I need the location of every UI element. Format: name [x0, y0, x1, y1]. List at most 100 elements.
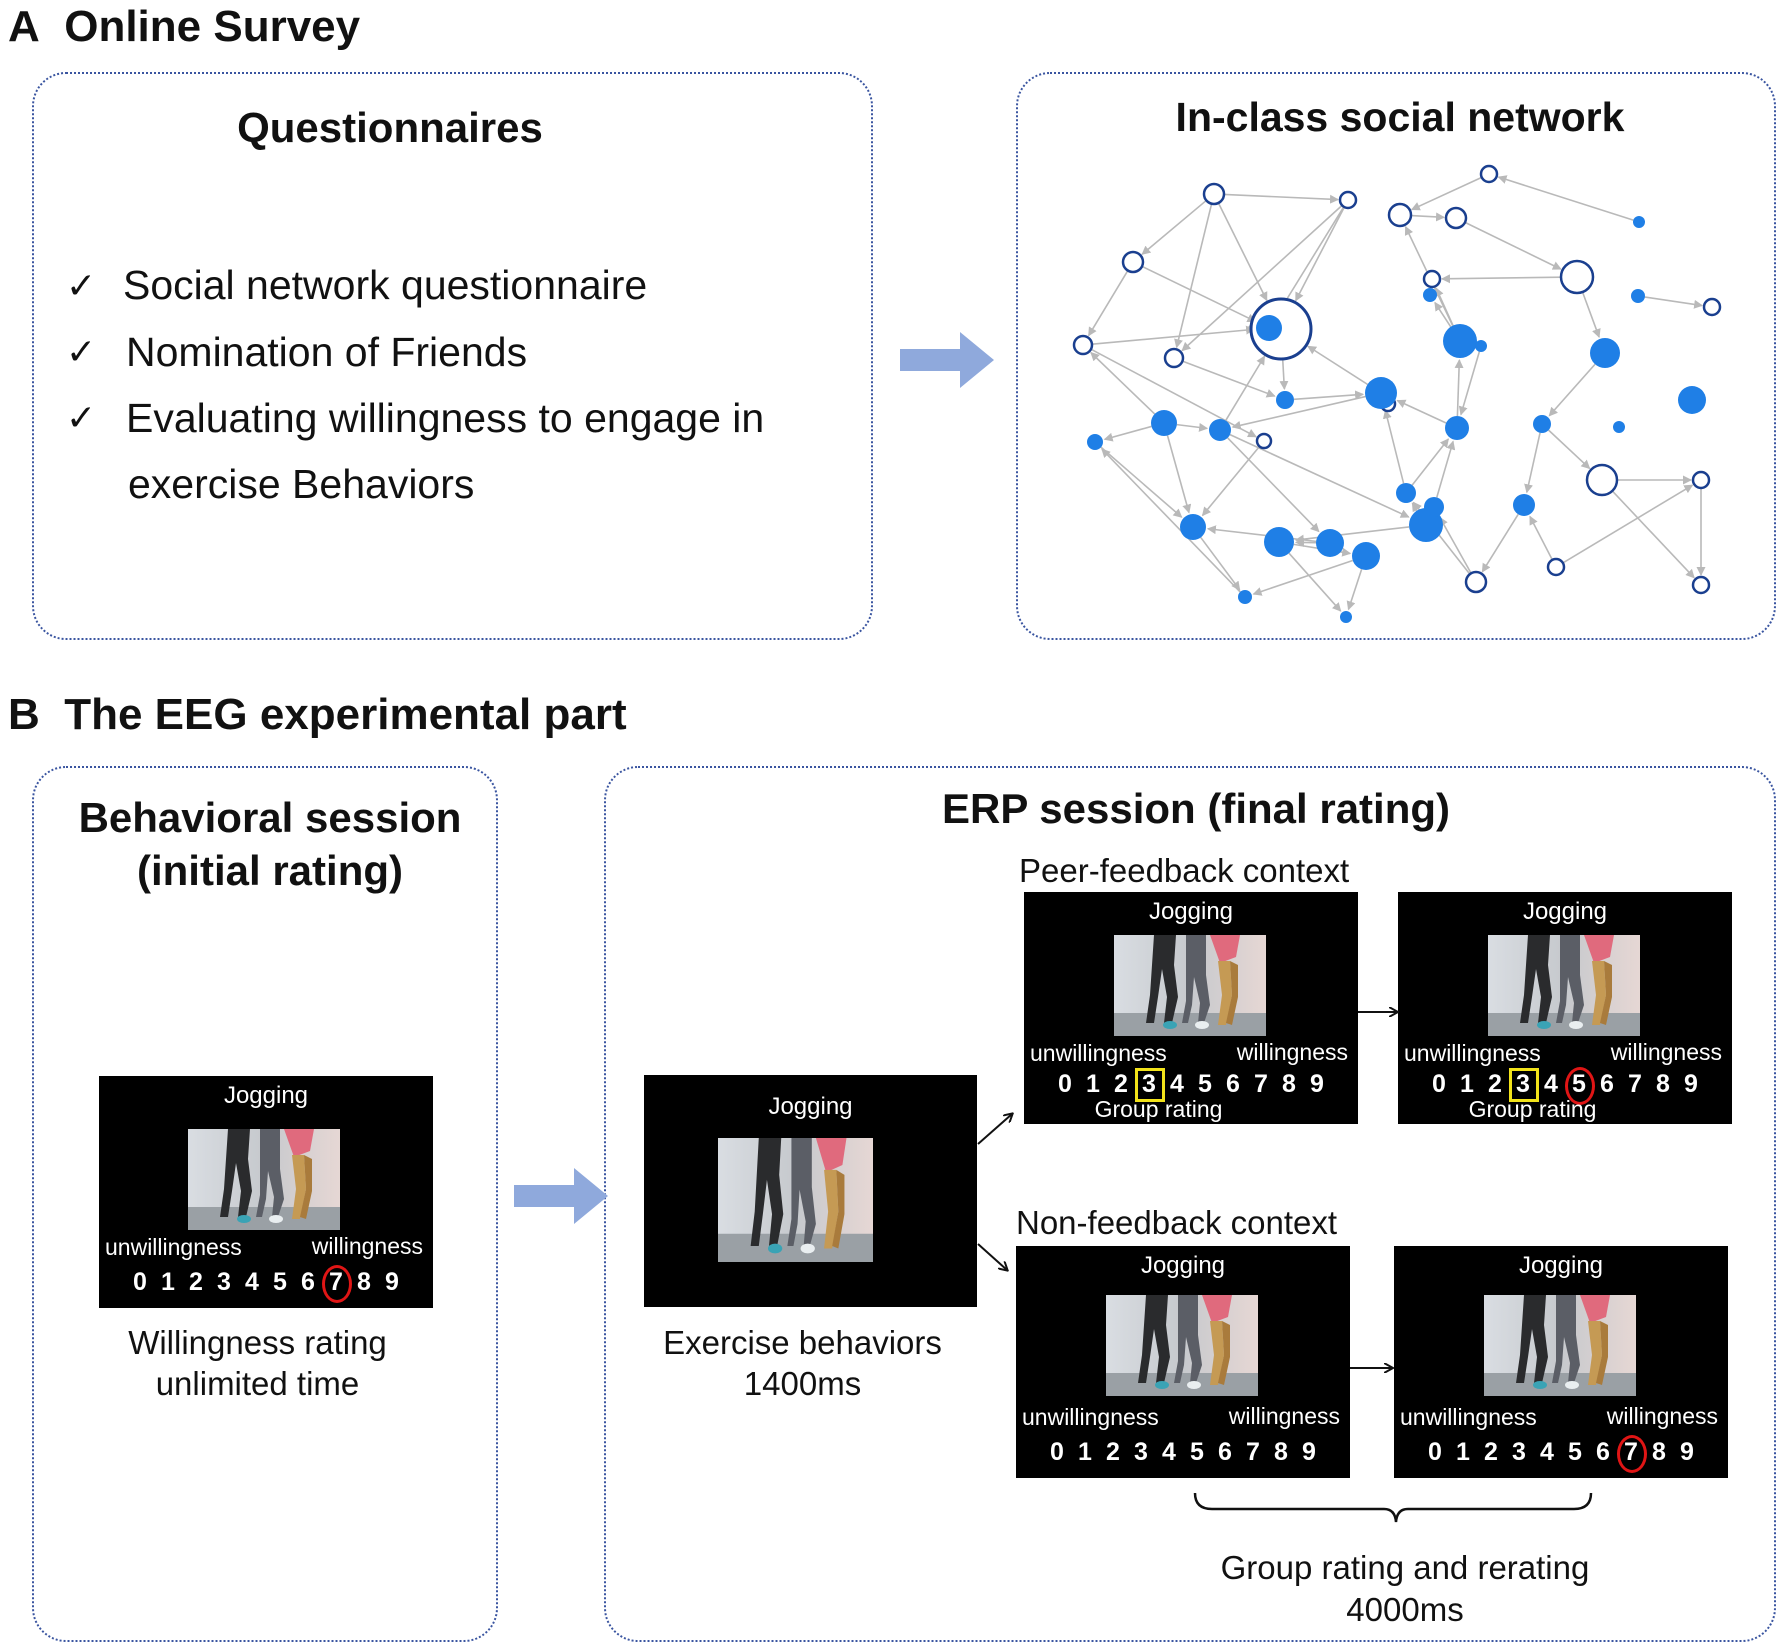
network-edge [1182, 360, 1276, 398]
rating-digit: 4 [1170, 1070, 1184, 1098]
questionnaire-item-social-network: Social network questionnaire [123, 262, 648, 308]
network-edge [1454, 358, 1464, 417]
network-node [1202, 182, 1226, 206]
network-node [1533, 415, 1551, 433]
network-node [1546, 557, 1566, 577]
photo-frame [188, 1129, 340, 1230]
rating-digit: 2 [1106, 1438, 1120, 1466]
rating-digit: 1 [1460, 1070, 1474, 1098]
network-edge [1201, 445, 1261, 517]
network-edge [1100, 446, 1183, 518]
rating-digit: 0 [1428, 1438, 1442, 1466]
rating-digit: 4 [1544, 1070, 1558, 1098]
rating-digit: 6 [1596, 1438, 1610, 1466]
network-node [1691, 470, 1711, 490]
willingness-label: willingness [1610, 1039, 1722, 1065]
network-edge [1229, 433, 1410, 518]
rating-digit: 8 [1274, 1438, 1288, 1466]
questionnaire-item-nomination: Nomination of Friends [126, 329, 528, 375]
rating-digit: 0 [1058, 1070, 1072, 1098]
network-edge [1227, 437, 1320, 533]
network-node [1445, 416, 1469, 440]
network-edge [1090, 348, 1257, 438]
network-node [1633, 216, 1645, 228]
willingness-label: willingness [1236, 1039, 1348, 1065]
network-node [1631, 289, 1645, 303]
network-edge [1435, 287, 1454, 326]
group-rating-label: Group rating [1094, 1096, 1223, 1122]
behavioral-title-line1: Behavioral session [78, 794, 462, 841]
photo-frame [718, 1138, 873, 1262]
cue-caption-line2: 1400ms [743, 1365, 862, 1402]
rating-digit: 6 [1600, 1070, 1614, 1098]
unwillingness-label: unwillingness [1400, 1404, 1537, 1430]
network-edge [1410, 176, 1483, 211]
network-edge [1410, 212, 1446, 222]
network-edge [1217, 202, 1268, 302]
rating-digit: 5 [273, 1268, 287, 1296]
photo-frame [1106, 1295, 1258, 1396]
cue-caption: Exercise behaviors 1400ms [640, 1322, 965, 1404]
network-node [1585, 463, 1619, 497]
erp-session-panel [604, 766, 1776, 1642]
section-b-letter: B [8, 690, 40, 739]
network-node [1678, 386, 1706, 414]
network-node [1422, 269, 1442, 289]
network-node [1338, 190, 1358, 210]
rating-digit: 5 [1565, 1067, 1595, 1105]
network-edge [1481, 513, 1519, 573]
rating-digit: 7 [322, 1265, 352, 1303]
unwillingness-label: unwillingness [1404, 1040, 1541, 1066]
rating-digit: 9 [1680, 1438, 1694, 1466]
rating-digit: 5 [1568, 1438, 1582, 1466]
network-edge [1307, 345, 1368, 386]
network-edge [1440, 274, 1562, 284]
jogging-photo [1488, 935, 1640, 1036]
network-edge [1252, 559, 1353, 596]
network-edge [1439, 516, 1472, 574]
network-node [1255, 432, 1273, 450]
rating-digit: 6 [1226, 1070, 1240, 1098]
network-node [1424, 497, 1444, 517]
rating-digit: 6 [301, 1268, 315, 1296]
rating-digit: 0 [133, 1268, 147, 1296]
network-node [1264, 527, 1294, 557]
network-edge [1101, 448, 1241, 593]
network-edge [1524, 432, 1541, 494]
network-edge [1231, 395, 1366, 430]
network-node [1087, 434, 1103, 450]
rating-digit: 7 [1254, 1070, 1268, 1098]
erp-session-title: ERP session (final rating) [942, 785, 1450, 832]
rating-digit: 9 [1684, 1070, 1698, 1098]
rating-digit: 0 [1432, 1070, 1446, 1098]
task-label: Jogging [1148, 898, 1234, 925]
network-edge [1294, 526, 1410, 544]
network-node [1238, 590, 1252, 604]
section-a-heading: A Online Survey [8, 2, 360, 52]
behavioral-caption: Willingness rating unlimited time [95, 1322, 420, 1404]
network-edge [1200, 536, 1241, 591]
network-edge [1141, 199, 1207, 255]
network-node [1340, 611, 1352, 623]
jogging-photo [718, 1138, 873, 1262]
network-node [1072, 334, 1094, 356]
network-edge [1396, 399, 1447, 424]
rating-digit: 5 [1198, 1070, 1212, 1098]
check-icon: ✓ [66, 398, 97, 439]
network-node [1365, 377, 1397, 409]
rating-digit: 6 [1218, 1438, 1232, 1466]
network-edge [1166, 435, 1192, 514]
network-edge [1141, 265, 1257, 323]
arrow-to-peer-feedback [977, 1114, 1012, 1145]
social-network-title: In-class social network [1175, 94, 1625, 140]
section-b-heading: B The EEG experimental part [8, 690, 627, 740]
photo-frame [1114, 935, 1266, 1036]
willingness-label: willingness [311, 1233, 423, 1259]
network-node [1444, 206, 1468, 230]
rating-digit: 7 [1246, 1438, 1260, 1466]
